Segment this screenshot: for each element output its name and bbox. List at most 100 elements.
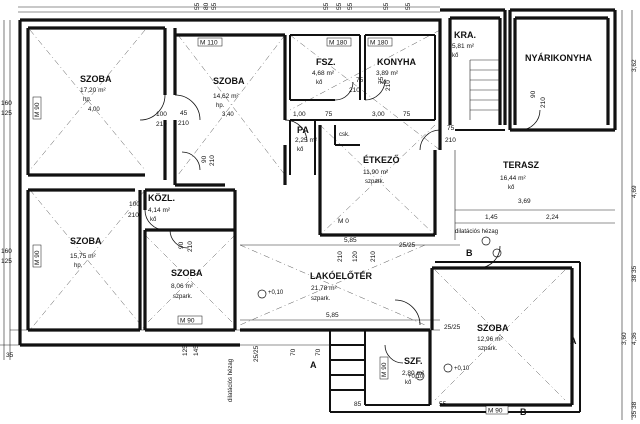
level-note-szf: +0,10 — [408, 374, 424, 380]
dim-top-2: 55 — [211, 2, 218, 10]
dim-top-3: 55 — [323, 2, 330, 10]
room-fsz-area: 4,68 m² — [312, 70, 335, 77]
dim-door-17: 210 — [187, 241, 194, 252]
section-b-right: B — [520, 407, 527, 417]
dim-bottom-3: 25/25 — [253, 345, 260, 362]
dim-right-2: 38 35 — [631, 265, 638, 282]
room-szf-name: SZF. — [404, 356, 423, 366]
section-a-left: A — [310, 360, 317, 370]
room-szoba-c-area: 8,06 m² — [171, 283, 194, 290]
dim-top-5: 55 — [347, 2, 354, 10]
room-etkezo-name: ÉTKEZŐ — [363, 154, 400, 165]
dim-door-5: 210 — [209, 155, 216, 166]
dim-door-14: 100 — [129, 201, 140, 208]
room-szoba-n-floor: hp. — [216, 103, 225, 109]
room-szoba-se-area: 12,96 m² — [477, 336, 503, 343]
dim-terasz-0: 1,45 — [485, 214, 498, 221]
dim-inner-0: 1,00 — [293, 111, 306, 118]
dim-inner-7: 55 — [439, 401, 447, 408]
dim-right-3: 3,60 — [621, 332, 628, 345]
dim-inner-2: 3,00 — [372, 111, 385, 118]
room-szoba-c-name: SZOBA — [171, 268, 203, 278]
dim-inner-6: 85 — [354, 401, 362, 408]
dim-door-4: 90 — [201, 155, 208, 163]
dim-right-5: 35 38 — [631, 401, 638, 418]
walls — [18, 8, 617, 413]
dim-right-1: 4,69 — [631, 185, 638, 198]
plan-notes: dilatációs hézag dilatációs hézag +0,10 … — [228, 229, 577, 417]
room-fsz-name: FSZ. — [316, 57, 336, 67]
dim-door-16: 90 — [178, 241, 185, 249]
opening-m90-nw: M 90 — [34, 102, 41, 117]
room-szoba-nw-name: SZOBA — [80, 74, 112, 84]
dim-terasz-1: 2,24 — [546, 214, 559, 221]
dim-door-11: 210 — [445, 137, 456, 144]
room-konyha-area: 3,89 m² — [376, 70, 399, 77]
room-szoba-w-name: SZOBA — [70, 236, 102, 246]
dim-lak-0: 5,85 — [344, 237, 357, 244]
room-pa-floor: kő — [297, 147, 304, 153]
room-szoba-w-area: 15,75 m² — [70, 253, 96, 260]
room-szoba-n-name: SZOBA — [213, 76, 245, 86]
room-terasz-name: TERASZ — [503, 160, 540, 170]
dim-door-10: 75 — [447, 125, 455, 132]
dim-inner-1: 75 — [325, 111, 333, 118]
room-szf-area: 2,80 m² — [402, 370, 425, 377]
dim-inner-8: 210 — [337, 251, 344, 262]
room-szoba-c-floor: szpark. — [173, 294, 193, 300]
dim-door-9: 210 — [385, 80, 392, 91]
section-a-right: A — [570, 336, 577, 346]
dim-top-7: 55 — [405, 2, 412, 10]
dim-inner-9: 120 — [352, 251, 359, 262]
dim-inner-10: 210 — [370, 251, 377, 262]
dim-door-0: 45 — [180, 110, 188, 117]
dim-door-3: 210 — [156, 121, 167, 128]
room-konyha-name: KONYHA — [377, 57, 417, 67]
room-szoba-w-floor: hp. — [74, 263, 83, 269]
dim-door-12: 90 — [530, 90, 537, 98]
room-kozl-floor: kő — [150, 217, 157, 223]
dim-inner-4: 25/25 — [399, 242, 416, 249]
opening-labels: M 110 M 180 M 180 M 90 M 90 M 90 M 90 M … — [32, 37, 509, 415]
room-pa-name: PA — [297, 125, 309, 135]
room-labels: SZOBA 17,20 m² hp. 4,00 SZOBA 14,62 m² h… — [70, 30, 593, 386]
opening-m90-se: M 90 — [488, 408, 503, 415]
dim-door-13: 210 — [540, 97, 547, 108]
dim-left-3: 125 — [1, 258, 12, 265]
room-lakoelter-area: 21,78 m² — [311, 285, 337, 292]
dim-left-1: 125 — [1, 110, 12, 117]
dim-door-8: 75 — [378, 76, 385, 84]
room-etkezo-floor: szpark. — [365, 179, 385, 185]
dim-lak-1: 5,85 — [326, 312, 339, 319]
room-szoba-se-floor: szpark. — [478, 346, 498, 352]
dim-left-0: 160 — [1, 100, 12, 107]
room-szf-floor: kő — [405, 380, 412, 386]
dim-bottom-1: 125 — [182, 345, 189, 356]
dilatacio-note-bottom: dilatációs hézag — [228, 359, 234, 402]
dim-door-15: 210 — [128, 212, 139, 219]
dim-top-6: 55 — [383, 2, 390, 10]
dim-inner-3: 75 — [403, 111, 411, 118]
room-kra-floor: kő — [452, 53, 459, 59]
dim-bottom-2: 145 — [193, 345, 200, 356]
room-nyarikonyha-name: NYÁRIKONYHA — [525, 53, 593, 63]
opening-m110: M 110 — [200, 40, 218, 47]
dim-top-4: 55 — [336, 2, 343, 10]
room-fsz-floor: kő — [316, 80, 323, 86]
opening-m90-c: M 90 — [180, 318, 195, 325]
dim-door-1: 210 — [178, 120, 189, 127]
dim-terasz-2: 3,69 — [518, 198, 531, 205]
opening-m180-a: M 180 — [329, 40, 347, 47]
dim-top-1: 80 — [203, 2, 210, 10]
room-szoba-n-height: 3,40 — [222, 112, 234, 118]
dim-door-6: 75 — [356, 77, 364, 84]
dim-right-0: 3,62 — [631, 59, 638, 72]
room-szoba-nw-floor: hp. — [83, 97, 92, 103]
room-kozl-area: 4,14 m² — [148, 207, 171, 214]
diagonal-guides — [29, 29, 566, 401]
level-note-lakoelter: +0,10 — [268, 290, 284, 296]
room-terasz-floor: kő — [508, 185, 515, 191]
dim-inner-5: 25/25 — [444, 324, 461, 331]
dim-bottom-0: 35 — [6, 352, 14, 359]
